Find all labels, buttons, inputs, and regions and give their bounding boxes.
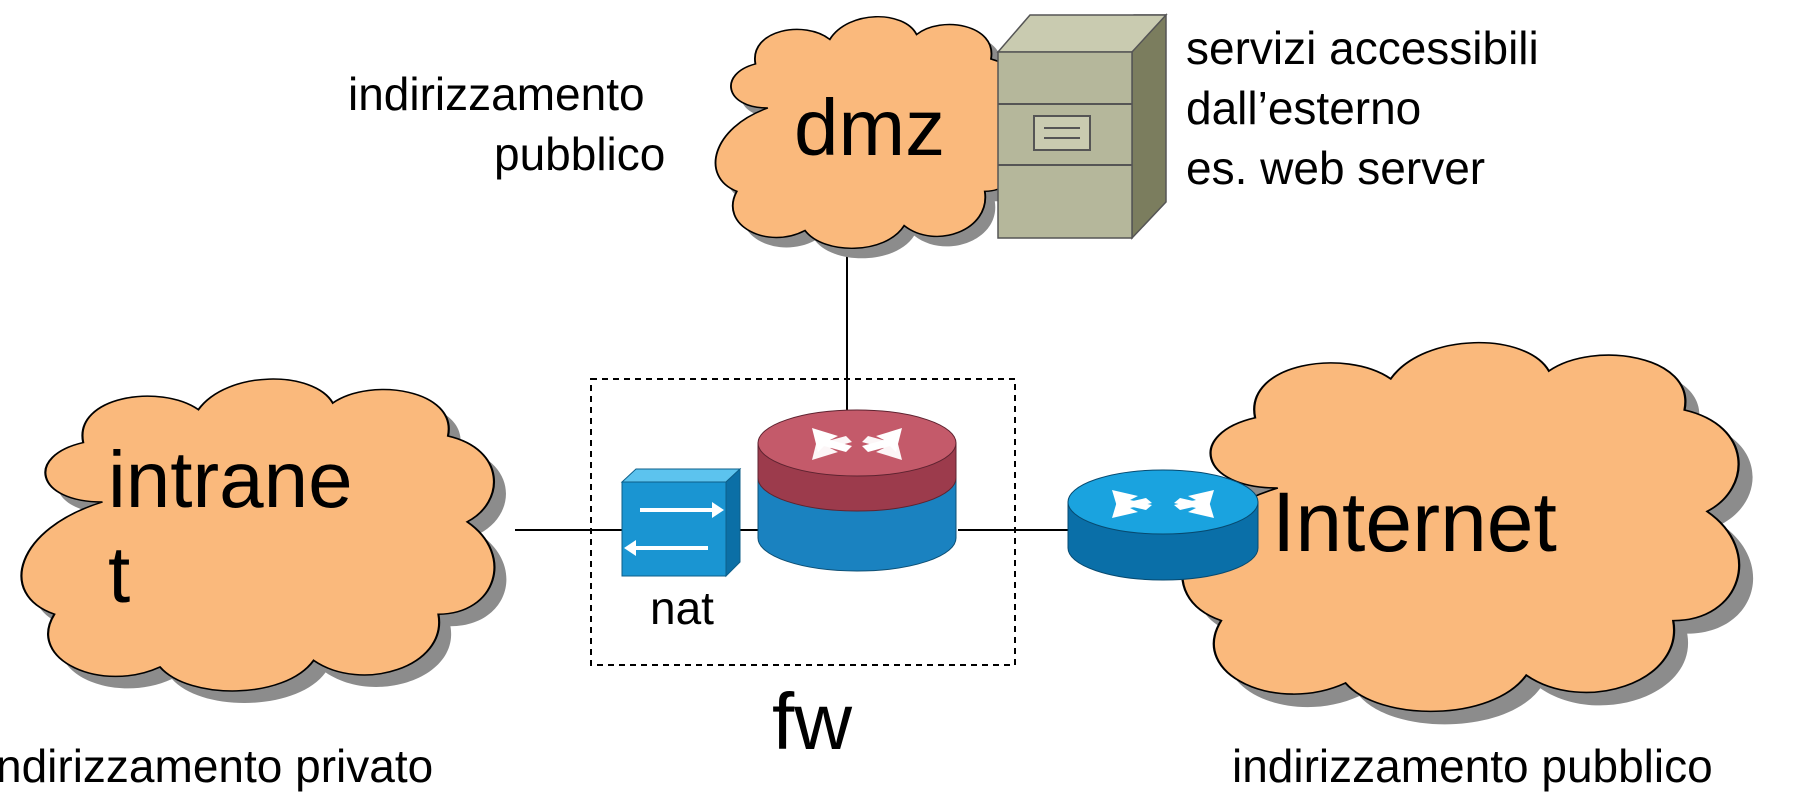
internet-router-icon	[1067, 469, 1259, 581]
firewall-router-icon	[757, 409, 957, 572]
dmz-note-line1: indirizzamento	[348, 68, 645, 120]
nat-label: nat	[650, 582, 714, 634]
intranet-cloud	[21, 379, 507, 703]
internet-cloud-label: Internet	[1272, 475, 1557, 569]
web-server-icon	[996, 13, 1168, 240]
intranet-cloud-label-line1: intrane	[108, 435, 353, 524]
server-caption-line1: servizi accessibili	[1186, 22, 1539, 74]
firewall-boundary	[590, 378, 1016, 666]
dmz-note-line2: pubblico	[494, 128, 666, 180]
intranet-cloud-label-line2: t	[108, 530, 131, 619]
internet-note: indirizzamento pubblico	[1232, 740, 1713, 792]
dmz-cloud-label: dmz	[794, 83, 946, 172]
nat-switch-icon	[620, 467, 742, 578]
server-caption-line3: es. web server	[1186, 142, 1486, 194]
server-caption-line2: dall’esterno	[1186, 82, 1422, 134]
intranet-note: ndirizzamento privato	[0, 740, 434, 792]
firewall-label: fw	[772, 677, 852, 766]
